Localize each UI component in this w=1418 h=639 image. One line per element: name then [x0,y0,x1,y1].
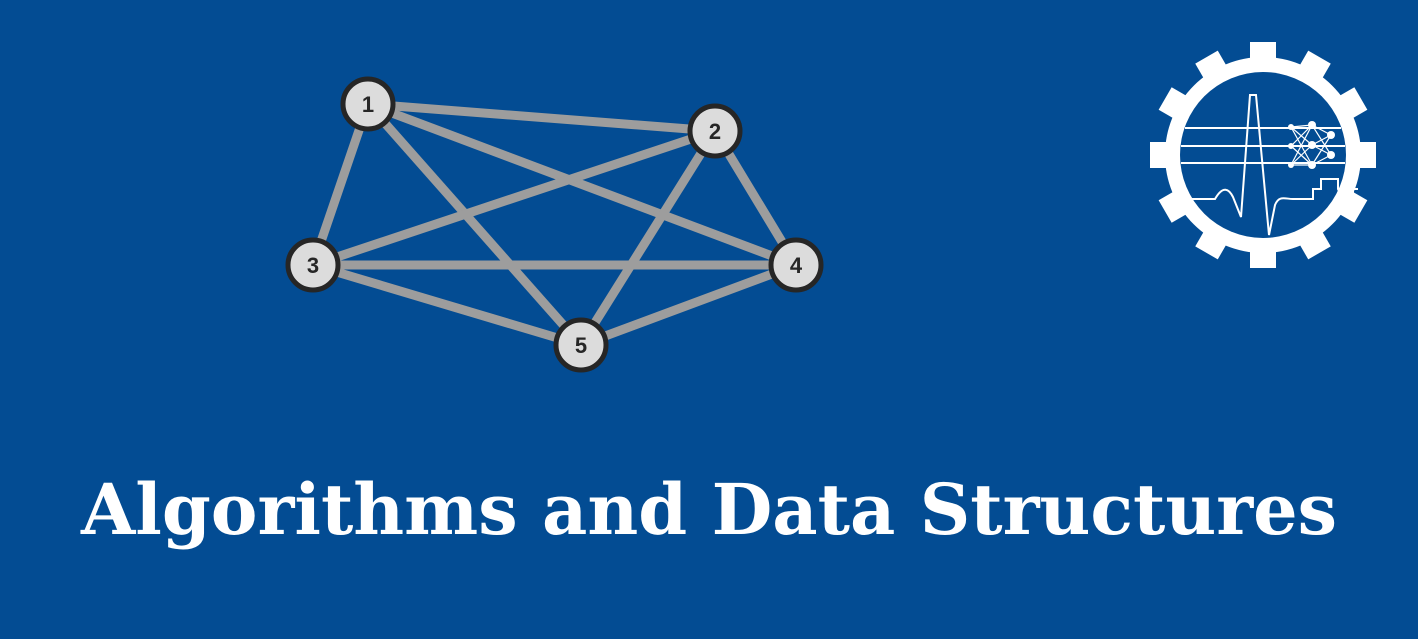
graph-node-circle [553,317,609,373]
graph-edge-1-4 [366,99,798,270]
graph-node-1: 1 [340,76,396,132]
graph-edge-1-3 [308,102,373,267]
graph-node-label: 1 [362,92,374,117]
graph-node-circle [687,103,743,159]
graph-node-circle [285,237,341,293]
graph-edge-2-3 [311,126,717,270]
graph-node-label: 5 [575,333,587,358]
complete-graph-diagram: 1 2 3 4 5 [285,76,824,373]
graph-edge-4-5 [579,260,798,350]
graph-node-label: 3 [307,253,319,278]
graph-node-3: 3 [285,237,341,293]
graph-edge-1-5 [364,101,585,348]
graph-node-5: 5 [553,317,609,373]
graph-edge-3-5 [311,260,583,350]
graph-node-circle [340,76,396,132]
graph-node-4: 4 [768,237,824,293]
graph-edge-1-2 [367,99,716,136]
graph-node-circle [768,237,824,293]
graph-node-label: 2 [709,119,721,144]
gear-logo-icon [1150,42,1376,268]
page-title: Algorithms and Data Structures [80,468,1338,551]
graph-node-2: 2 [687,103,743,159]
graph-edge-2-5 [577,128,719,348]
graph-node-label: 4 [790,253,803,278]
